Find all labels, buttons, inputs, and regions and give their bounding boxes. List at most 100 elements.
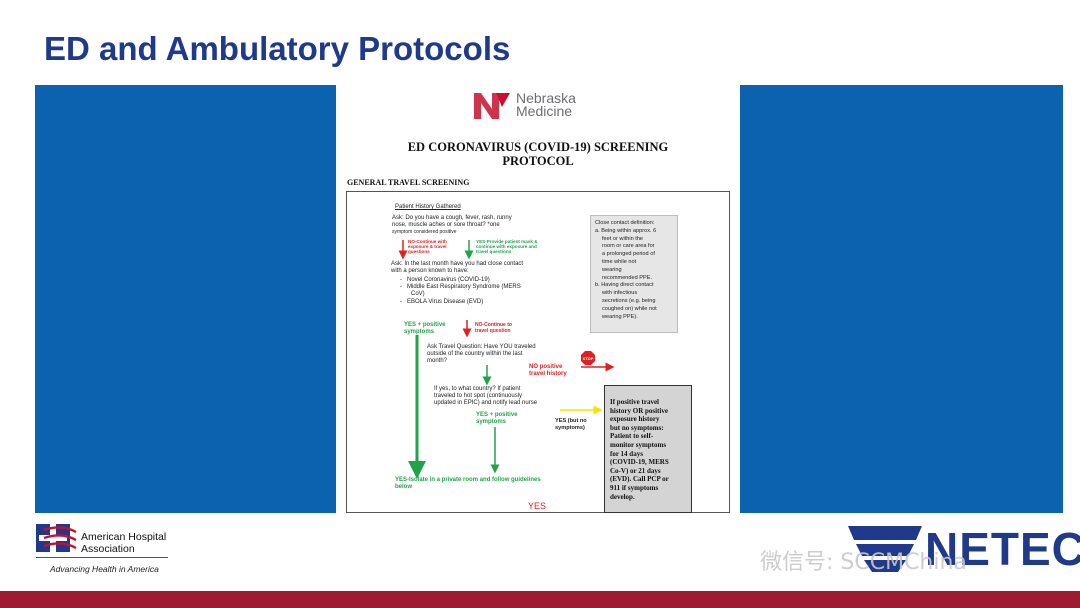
no-continue-line2: exposure & travel (408, 244, 447, 250)
q4-line3: updated in EPIC) and notify lead nurse (434, 400, 538, 407)
question-2: Ask: In the last month have you had clos… (391, 261, 523, 275)
document-title: ED CORONAVIRUS (COVID-19) SCREENING PROT… (368, 140, 708, 168)
stop-sign-text: STOP (583, 356, 594, 361)
question-3: Ask Travel Question: Have YOU traveled o… (427, 344, 536, 366)
question-1: Ask: Do you have a cough, fever, rash, r… (392, 215, 512, 237)
cc-line: recommended PPE. (602, 274, 653, 281)
disease-2: Middle East Respiratory Syndrome (MERS (407, 284, 521, 291)
disease-2b: CoV) (411, 291, 425, 298)
stop-sign-icon (581, 351, 595, 365)
section-title: GENERAL TRAVEL SCREENING (347, 178, 470, 187)
result-line: for 14 days (610, 449, 643, 458)
result-line: (EVD). Call PCP or (610, 475, 669, 484)
yes-positive-b-line2: symptoms (476, 419, 507, 426)
result-line: Patient to self- (610, 432, 654, 441)
q4-line2: traveled to hot spot (continuously (434, 393, 523, 400)
self-monitor-instructions: If positive travel history OR positive e… (604, 385, 692, 513)
no-positive-travel-label: NO positive travel history (529, 364, 567, 378)
q1-line1: Ask: Do you have a cough, fever, rash, r… (392, 215, 512, 221)
flowchart-frame (346, 191, 730, 513)
self-monitor-text: If positive travel history OR positive e… (610, 398, 669, 501)
no-travel-label: NO-Continue to travel question (475, 322, 512, 335)
yes-but-line1: YES (but no (555, 418, 587, 424)
yes-mask-label: YES-Provide patient mask & continue with… (476, 239, 538, 255)
result-line: monitor symptoms (610, 440, 667, 449)
isolate-label: YES-Isolate in a private room and follow… (395, 477, 541, 491)
disease-item-cont: CoV) (400, 291, 521, 298)
no-positive-line1: NO positive (529, 364, 563, 370)
cc-line: a prolonged period of (602, 251, 655, 258)
cc-line: secretions (e.g. being (602, 297, 656, 304)
q3-line3: month? (427, 358, 448, 365)
question-4: If yes, to what country? If patient trav… (434, 386, 537, 408)
document-title-line1: ED CORONAVIRUS (COVID-19) SCREENING (407, 140, 669, 154)
right-blue-panel (740, 85, 1063, 513)
close-contact-definition: Close contact definition: a. Being withi… (590, 215, 678, 333)
result-line: history OR positive (610, 406, 668, 415)
aha-line2: Association (81, 543, 135, 555)
slide-title: ED and Ambulatory Protocols (44, 30, 511, 67)
disease-list: - Novel Coronavirus (COVID-19) - Middle … (400, 277, 521, 306)
yes-no-symptoms-label: YES (but no symptoms) (555, 418, 587, 432)
yes-mask-line3: travel questions (476, 249, 512, 255)
aha-tagline: Advancing Health in America (50, 564, 159, 574)
no-continue-label: NO-Continue with exposure & travel quest… (408, 239, 447, 255)
cc-line: wearing PPE). (602, 313, 638, 320)
result-line: develop. (610, 492, 635, 501)
disease-item: - EBOLA Virus Disease (EVD) (400, 298, 484, 305)
cc-line: coughed on) while not (602, 305, 657, 312)
aha-divider (36, 557, 168, 558)
result-line: If positive travel (610, 398, 659, 406)
yes-positive-b-label: YES + positive symptoms (476, 412, 518, 426)
cc-line: feet or within the (602, 235, 644, 242)
result-line: 911 if symptoms (610, 483, 659, 492)
q4-line1: If yes, to what country? If patient (434, 386, 521, 392)
disease-1: Novel Coronavirus (COVID-19) (407, 277, 490, 283)
no-travel-line1: NO-Continue to (475, 322, 512, 328)
wechat-watermark: 微信号: SCCMChina (760, 550, 967, 575)
bottom-bar (0, 591, 1080, 608)
yes-mask-line2: continue with exposure and (476, 244, 537, 250)
aha-line1: American Hospital (81, 531, 167, 543)
no-travel-line2: travel question (475, 327, 511, 334)
yes-positive-line1: YES + positive (404, 322, 446, 328)
cc-line: wearing (602, 266, 622, 273)
result-line: (COVID-19, MERS (610, 458, 669, 467)
q2-line1: Ask: In the last month have you had clos… (391, 261, 524, 267)
yes-positive-b-line1: YES + positive (476, 412, 518, 418)
q3-line1: Ask Travel Question: Have YOU traveled (427, 344, 536, 350)
flow-header: Patient History Gathered (395, 204, 461, 210)
no-continue-line1: NO-Continue with (408, 239, 447, 244)
cc-line: room or care area for (602, 243, 655, 250)
cc-line: Close contact definition: (595, 220, 655, 226)
nebraska-medicine-logo (474, 93, 510, 119)
logo-line1: Nebraska (516, 90, 576, 106)
aha-name: American Hospital Association (81, 531, 166, 555)
aha-logo-icon (36, 524, 77, 552)
protocol-document: Nebraska Medicine ED CORONAVIRUS (COVID-… (338, 85, 739, 513)
netec-logo-icon (848, 526, 922, 572)
no-positive-line2: travel history (529, 371, 567, 378)
document-title-line2: PROTOCOL (502, 154, 574, 168)
disease-3: EBOLA Virus Disease (EVD) (407, 298, 484, 305)
yes-bottom-label: YES (528, 501, 547, 511)
q2-line2: with a person known to have: (391, 268, 469, 275)
isolate-line2: below (395, 484, 413, 491)
isolate-line1: YES-Isolate in a private room and follow… (395, 477, 541, 483)
cc-line: with infectious (602, 290, 638, 297)
close-contact-text: Close contact definition: a. Being withi… (595, 220, 673, 321)
result-line: but no symptoms: (610, 423, 664, 432)
logo-line2: Medicine (516, 103, 573, 119)
yes-positive-line2: symptoms (404, 329, 435, 336)
cc-line: a. Being within approx. 6 (595, 227, 657, 234)
result-line: Co-V) or 21 days (610, 466, 661, 475)
flowchart-arrows: STOP (398, 240, 615, 479)
cc-line: time while not (602, 258, 637, 265)
q1-line2: nose, muscle aches or sore throat? *one (392, 222, 500, 229)
disease-item: - Novel Coronavirus (COVID-19) (400, 277, 490, 283)
left-blue-panel (35, 85, 336, 513)
no-continue-line3: questions (408, 249, 430, 255)
disease-item: - Middle East Respiratory Syndrome (MERS (400, 284, 521, 291)
result-line: exposure history (610, 415, 660, 424)
yes-mask-line1: YES-Provide patient mask & (476, 239, 538, 244)
